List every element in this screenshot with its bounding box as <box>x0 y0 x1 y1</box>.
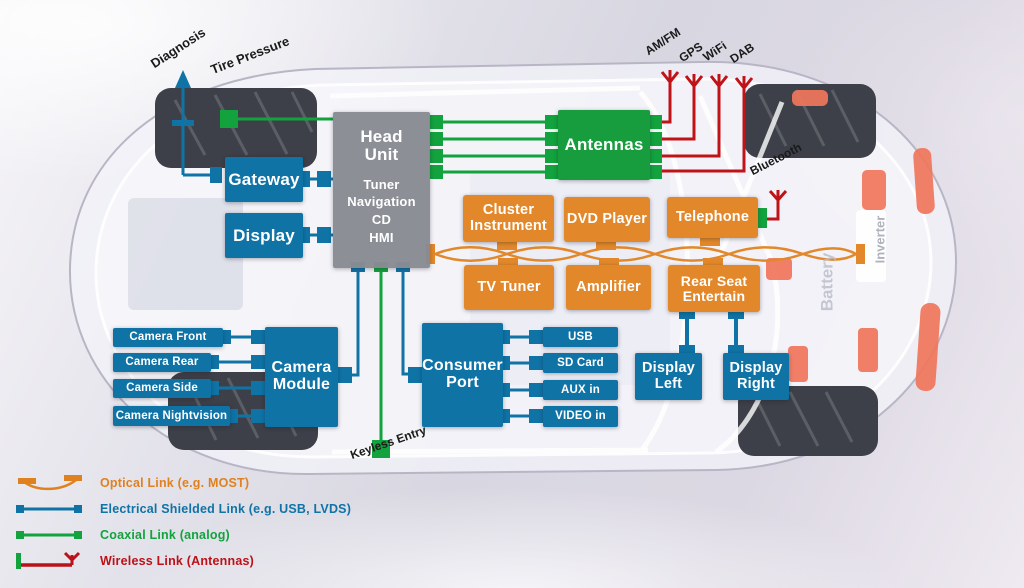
node-head-unit: Head Unit Tuner Navigation CD HMI <box>333 112 430 268</box>
legend-row-electrical: Electrical Shielded Link (e.g. USB, LVDS… <box>14 496 434 522</box>
legend-row-optical: Optical Link (e.g. MOST) <box>14 470 434 496</box>
rearseat-display-links <box>679 310 744 354</box>
telephone-coax-connector <box>758 208 767 228</box>
legend-label-wireless: Wireless Link (Antennas) <box>100 554 255 568</box>
node-sd-card: SD Card <box>543 353 618 373</box>
optical-tabs <box>497 238 723 266</box>
node-antennas: Antennas <box>558 110 650 180</box>
node-usb: USB <box>543 327 618 347</box>
wireless-links <box>660 70 788 221</box>
legend: Optical Link (e.g. MOST) Electrical Shie… <box>14 470 434 574</box>
diagnosis-link <box>172 70 222 183</box>
car-rear-module <box>128 198 243 310</box>
car-decor-inverter: Inverter <box>872 215 888 264</box>
consumerport-socket-links <box>501 330 544 423</box>
wifi-antenna-link <box>662 74 729 158</box>
legend-row-wireless: Wireless Link (Antennas) <box>14 548 434 574</box>
bluetooth-antenna-link <box>767 190 788 221</box>
node-rear-seat-entertain: Rear Seat Entertain <box>668 265 760 312</box>
gateway-headunit-link <box>301 171 333 187</box>
wireless-link-icon <box>16 551 81 569</box>
node-gateway: Gateway <box>225 157 303 202</box>
headunit-antennas-links <box>429 115 662 179</box>
node-amplifier: Amplifier <box>566 265 651 310</box>
car-ev-components <box>766 90 941 391</box>
camera-links <box>210 330 266 423</box>
node-tv-tuner: TV Tuner <box>464 265 554 310</box>
electrical-link-icon <box>16 505 82 513</box>
tirepressure-link <box>220 110 334 128</box>
optical-most-ring <box>426 238 865 266</box>
head-unit-sub: CD <box>371 211 392 227</box>
node-camera-rear: Camera Rear <box>113 353 211 372</box>
node-camera-module: Camera Module <box>265 327 338 427</box>
node-camera-side: Camera Side <box>113 379 211 398</box>
car-decor-battery: Battery <box>817 252 837 312</box>
head-unit-sub: Tuner <box>363 176 400 192</box>
coaxial-links <box>220 110 767 458</box>
node-telephone: Telephone <box>667 197 758 238</box>
node-dvd-player: DVD Player <box>564 197 650 242</box>
coaxial-link-icon <box>16 531 82 539</box>
node-consumer-port: Consumer Port <box>422 323 503 427</box>
node-video-in: VIDEO in <box>543 406 618 427</box>
head-unit-sub: HMI <box>369 229 394 245</box>
head-unit-sub: Navigation <box>347 194 416 210</box>
electrical-links <box>172 70 744 423</box>
head-unit-title: Head Unit <box>360 127 403 164</box>
gps-antenna-link <box>662 74 704 141</box>
node-aux-in: AUX in <box>543 380 618 400</box>
legend-label-optical: Optical Link (e.g. MOST) <box>100 476 250 490</box>
legend-label-coaxial: Coaxial Link (analog) <box>100 528 230 542</box>
wheel-front-left <box>744 84 876 158</box>
node-camera-front: Camera Front <box>113 328 223 347</box>
legend-label-electrical: Electrical Shielded Link (e.g. USB, LVDS… <box>100 502 352 516</box>
node-cluster-instrument: Cluster Instrument <box>463 195 554 242</box>
node-display-right: Display Right <box>723 353 789 400</box>
node-display-left: Display Left <box>635 353 702 400</box>
dab-antenna-link <box>662 76 754 173</box>
node-camera-nightvision: Camera Nightvision <box>113 406 230 426</box>
node-display: Display <box>225 213 303 258</box>
wheel-front-right <box>738 386 878 456</box>
optical-link-icon <box>18 475 82 491</box>
amfm-antenna-link <box>660 70 680 124</box>
display-headunit-link <box>301 227 333 243</box>
legend-row-coaxial: Coaxial Link (analog) <box>14 522 434 548</box>
